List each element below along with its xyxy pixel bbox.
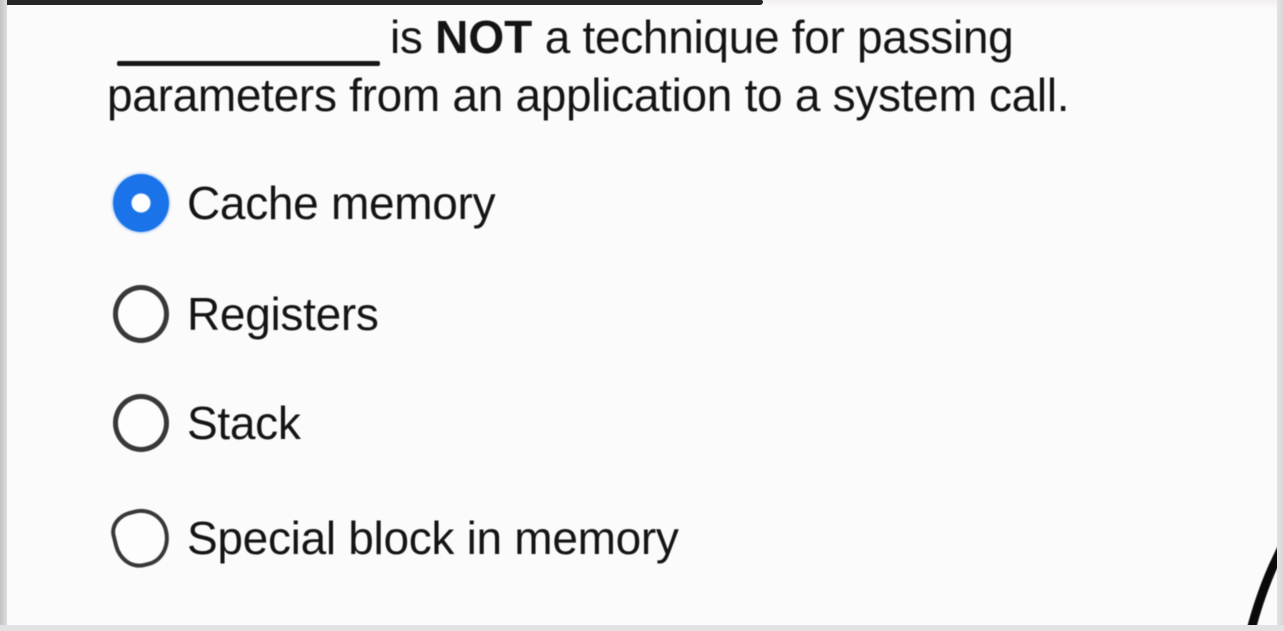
- option-row-cache-memory[interactable]: Cache memory: [113, 172, 496, 234]
- question-line-2: parameters from an application to a syst…: [107, 69, 1070, 121]
- radio-button-icon[interactable]: [113, 285, 169, 343]
- blank-line: [117, 61, 380, 66]
- option-label[interactable]: Registers: [187, 288, 379, 340]
- option-row-special-block[interactable]: Special block in memory: [106, 503, 679, 573]
- top-right-page-edge: [763, 0, 1284, 9]
- option-label[interactable]: Stack: [187, 397, 301, 449]
- question-part-not: NOT: [435, 11, 533, 63]
- option-label[interactable]: Special block in memory: [187, 512, 679, 564]
- question-part-rest: a technique for passing: [532, 11, 1014, 63]
- question-part-is: is: [390, 11, 436, 63]
- question-line-1: is NOT a technique for passing: [390, 11, 1014, 63]
- option-row-registers[interactable]: Registers: [113, 283, 379, 345]
- top-border-line: [0, 0, 763, 5]
- option-label[interactable]: Cache memory: [187, 177, 496, 229]
- radio-button-icon[interactable]: [113, 394, 169, 452]
- radio-button-icon[interactable]: [106, 503, 176, 573]
- radio-button-selected-icon[interactable]: [113, 174, 169, 232]
- option-row-stack[interactable]: Stack: [113, 392, 301, 454]
